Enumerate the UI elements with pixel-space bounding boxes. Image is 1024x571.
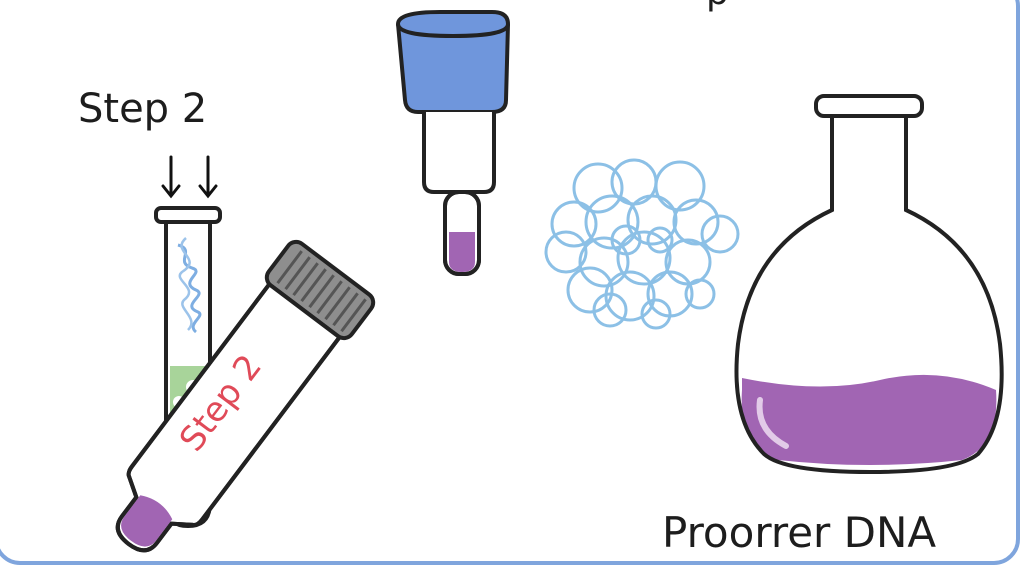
dna-caption: Proorrer DNA [662,508,937,557]
dna-tangle-icon [544,158,740,330]
dropper-icon [395,10,511,276]
top-partial-label: p [706,0,729,13]
flask-icon [734,94,1004,475]
down-arrow-icon [161,155,218,199]
centrifuge-tube-icon: Step 2 [115,239,376,553]
step-label: Step 2 [78,86,208,132]
